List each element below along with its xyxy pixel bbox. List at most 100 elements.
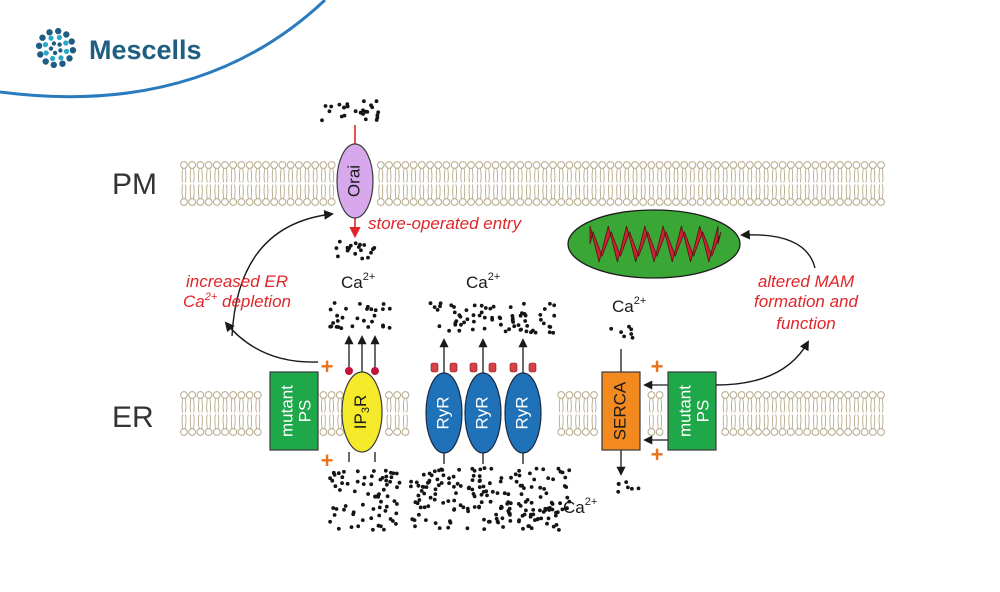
lipid-head (245, 391, 254, 399)
lipid-tail (816, 397, 818, 413)
lipid-tail (493, 167, 495, 183)
lipid-tail (575, 167, 577, 183)
lipid-tail (611, 184, 613, 200)
lipid-head (188, 391, 197, 399)
lipid-head (278, 161, 287, 169)
lipid-tail (422, 167, 425, 183)
lipid-head (229, 198, 238, 206)
lipid-tail (813, 167, 815, 183)
lipid-tail (681, 167, 684, 183)
lipid-tail (747, 167, 749, 183)
lipid-head (458, 161, 467, 169)
lipid-tail (734, 184, 736, 200)
lipid-tail (706, 184, 708, 200)
lipid-tail (439, 184, 441, 200)
lipid-tail (184, 397, 187, 413)
lipid-tail (832, 184, 835, 200)
lipid-head (754, 161, 762, 169)
lipid-tail (709, 184, 712, 200)
calcium-ion (373, 494, 377, 499)
depletion-text: depletion (217, 292, 291, 311)
calcium-ion (342, 113, 347, 118)
lipid-tail (772, 167, 774, 183)
calcium-ion (447, 481, 451, 486)
lipid-tail (747, 184, 749, 200)
lipid-head (647, 428, 656, 436)
lipid-tail (553, 167, 556, 183)
calcium-ion (477, 474, 482, 478)
calcium-ion (498, 479, 503, 484)
lipid-tail (526, 167, 528, 183)
lipid-tail (460, 184, 462, 200)
lipid-tail (381, 184, 384, 200)
lipid-head (622, 161, 631, 169)
lipid-head (688, 161, 697, 169)
calcium-ion (381, 307, 385, 311)
lipid-tail (722, 397, 725, 413)
lipid-tail (578, 397, 580, 413)
lipid-head (729, 198, 738, 206)
lipid-head (565, 428, 574, 436)
mutant-ps-right (667, 371, 717, 451)
lipid-head (803, 391, 812, 399)
lipid-tail (430, 167, 433, 183)
calcium-ion (362, 475, 367, 480)
lipid-tail (824, 167, 826, 183)
orai-channel (336, 143, 374, 219)
calcium-ion (556, 466, 561, 471)
lipid-head (327, 198, 336, 206)
calcium-ion (409, 479, 413, 484)
lipid-tail (726, 414, 728, 430)
lipid-head (819, 428, 828, 436)
calcium-ion (470, 487, 475, 492)
logo-dot (51, 41, 57, 46)
lipid-head (672, 198, 680, 206)
calcium-ion (433, 487, 438, 492)
lipid-head (655, 428, 664, 436)
calcium-ion (477, 479, 482, 483)
lipid-tail (206, 167, 208, 183)
lipid-tail (255, 397, 257, 413)
calcium-ion (531, 508, 536, 512)
lipid-head (565, 198, 574, 206)
lipid-head (573, 198, 582, 206)
lipid-tail (731, 414, 733, 430)
lipid-head (483, 161, 492, 169)
lipid-head (786, 161, 795, 169)
lipid-head (294, 198, 303, 206)
calcium-ion (499, 322, 503, 327)
lipid-head (319, 198, 328, 206)
lipid-head (827, 428, 836, 436)
lipid-tail (788, 184, 790, 200)
calcium-ion (348, 243, 353, 248)
calcium-ion (382, 527, 386, 532)
lipid-tail (504, 184, 507, 200)
lipid-tail (767, 167, 769, 183)
lipid-head (803, 198, 812, 206)
lipid-tail (857, 397, 859, 413)
calcium-ion (501, 525, 505, 529)
lipid-head (647, 161, 656, 169)
lipid-head (393, 161, 402, 169)
lipid-tail (722, 414, 725, 430)
calcium-ion (350, 324, 355, 329)
lipid-tail (553, 184, 556, 200)
lipid-head (614, 198, 623, 206)
lipid-tail (217, 184, 220, 200)
calcium-ion (510, 314, 515, 318)
lipid-tail (398, 167, 400, 183)
lipid-tail (796, 184, 799, 200)
calcium-ion (353, 251, 358, 256)
calcium-ion (416, 483, 421, 488)
er-membrane (180, 391, 885, 436)
calcium-ion (345, 481, 350, 486)
lipid-head (762, 428, 771, 436)
lipid-tail (312, 184, 315, 200)
lipid-head (655, 391, 664, 399)
lipid-tail (550, 167, 553, 183)
lipid-tail (583, 184, 585, 200)
calcium-ion (525, 324, 530, 328)
lipid-head (376, 161, 385, 169)
lipid-tail (201, 397, 203, 413)
lipid-tail (332, 397, 334, 413)
